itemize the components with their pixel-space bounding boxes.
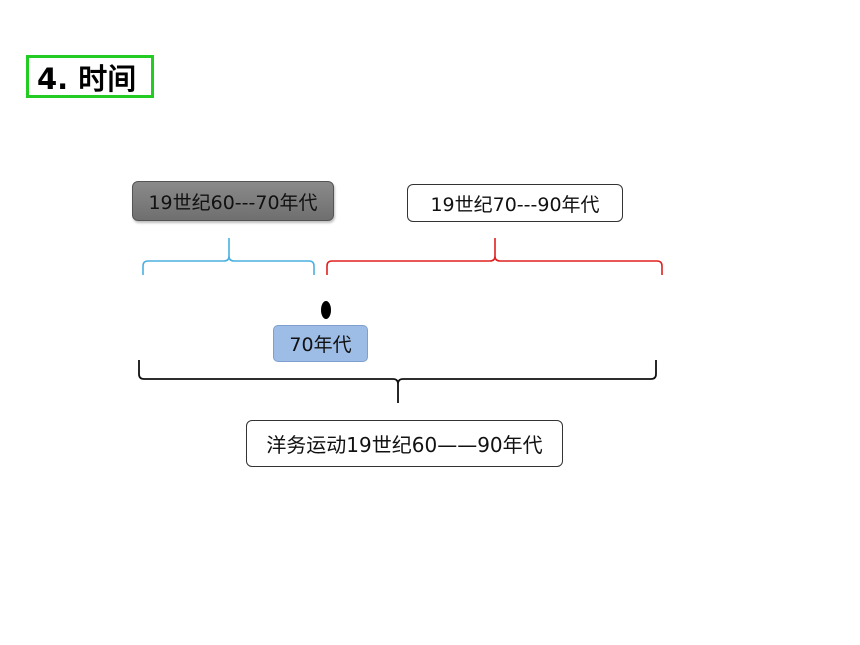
period-late-label: 19世纪70---90年代 [407,184,623,222]
section-title: 4. 时间 [26,55,154,98]
turning-point-label: 70年代 [273,325,368,362]
period-early-label: 19世纪60---70年代 [132,181,334,221]
overall-period-label: 洋务运动19世纪60——90年代 [246,420,563,467]
brace-early [142,238,315,275]
turning-point-dot [321,301,331,319]
brace-overall [138,360,657,403]
brace-late [326,238,663,275]
